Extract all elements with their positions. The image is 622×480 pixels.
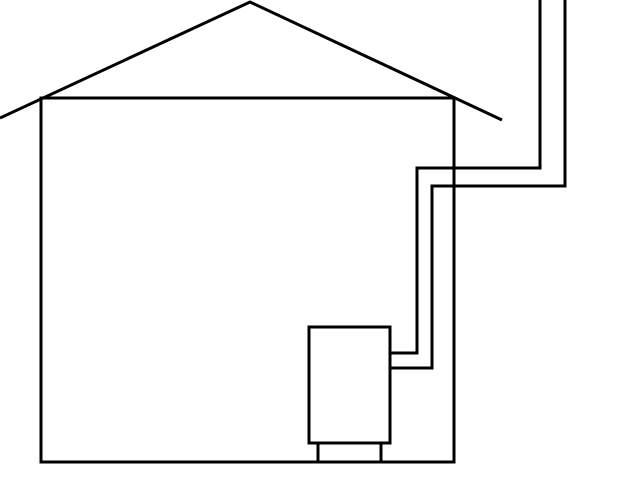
appliance (307, 325, 392, 462)
appliance-body (307, 325, 392, 445)
house-walls (39, 96, 456, 464)
flue-pipe-inner-line (390, 0, 567, 370)
flue-pipe (390, 0, 567, 370)
flue-pipe-outer-line (390, 0, 542, 355)
roof-outline (0, 0, 503, 122)
house (39, 96, 456, 464)
roof (0, 0, 503, 122)
